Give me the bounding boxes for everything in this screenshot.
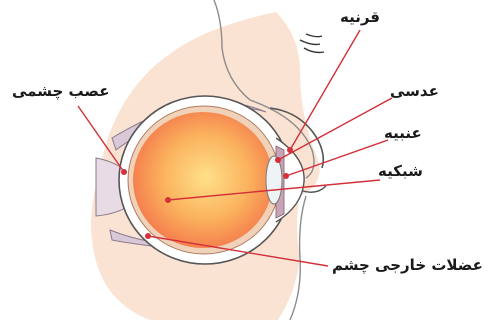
dot-external-muscles xyxy=(145,233,151,239)
dot-retina xyxy=(165,197,171,203)
label-cornea: قرنیه xyxy=(340,10,380,25)
label-lens: عدسی xyxy=(390,84,439,99)
dot-cornea xyxy=(287,147,293,153)
dot-lens xyxy=(275,157,281,163)
label-external-muscles: عضلات خارجی چشم xyxy=(332,258,483,273)
label-retina: شبکیه xyxy=(378,164,423,179)
label-optic-nerve: عصب چشمی xyxy=(12,84,109,99)
eyelashes xyxy=(300,34,324,53)
lens xyxy=(266,156,282,204)
label-iris: عنبیه xyxy=(384,126,422,141)
dot-iris xyxy=(283,173,289,179)
dot-optic-nerve xyxy=(121,169,127,175)
vitreous-body xyxy=(133,112,273,248)
